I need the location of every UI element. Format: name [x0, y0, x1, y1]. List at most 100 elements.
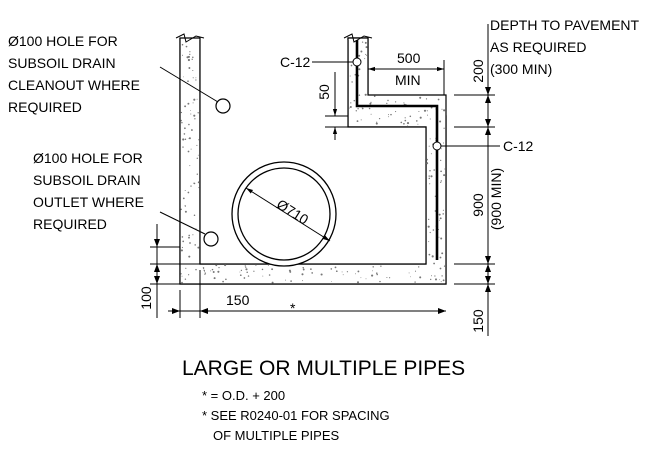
concrete-speck: [193, 114, 196, 117]
concrete-speck: [440, 281, 442, 283]
dim-900-text: 900: [470, 193, 486, 217]
c12-top-marker: [352, 57, 362, 67]
c12-right-label: C-12: [503, 138, 534, 154]
concrete-speck: [267, 265, 269, 266]
concrete-speck: [441, 275, 443, 277]
concrete-speck: [195, 79, 197, 81]
concrete-speck: [181, 281, 183, 284]
concrete-speck: [188, 236, 190, 239]
concrete-speck: [271, 268, 274, 271]
concrete-speck: [334, 266, 337, 269]
concrete-speck: [434, 278, 438, 281]
concrete-speck: [434, 275, 436, 277]
concrete-speck: [184, 278, 187, 280]
concrete-speck: [409, 276, 411, 278]
concrete-speck: [414, 281, 416, 283]
concrete-speck: [432, 229, 435, 231]
concrete-speck: [368, 107, 371, 110]
concrete-speck: [350, 64, 353, 67]
concrete-speck: [185, 267, 187, 269]
dim-150-bottom-text: 150: [226, 292, 250, 308]
concrete-speck: [442, 209, 444, 211]
concrete-speck: [400, 121, 403, 124]
concrete-speck: [431, 275, 432, 277]
break-line-right: [343, 33, 373, 43]
note-3: OF MULTIPLE PIPES: [213, 428, 340, 443]
concrete-speck: [188, 137, 190, 139]
depth-pavement-label: DEPTH TO PAVEMENT AS REQUIRED (300 MIN): [490, 17, 643, 77]
concrete-speck: [188, 274, 190, 276]
concrete-speck: [403, 122, 405, 125]
concrete-speck: [350, 102, 352, 104]
concrete-speck: [438, 213, 441, 216]
pipe-diameter-line: [245, 187, 331, 242]
concrete-speck: [217, 270, 220, 273]
concrete-speck: [182, 138, 185, 141]
concrete-speck: [190, 148, 192, 150]
concrete-speck: [364, 58, 366, 60]
concrete-speck: [190, 129, 193, 131]
concrete-speck: [390, 113, 392, 116]
concrete-speck: [253, 270, 255, 272]
concrete-speck: [330, 268, 333, 270]
cleanout-hole: [215, 98, 231, 114]
concrete-speck: [365, 53, 367, 55]
concrete-speck: [202, 267, 205, 269]
concrete-speck: [403, 102, 405, 104]
concrete-speck: [187, 58, 190, 62]
concrete-speck: [426, 158, 428, 161]
concrete-speck: [188, 255, 191, 258]
reinforcing-bar: [355, 40, 439, 260]
concrete-speck: [189, 242, 191, 244]
concrete-speck: [429, 169, 431, 172]
concrete-speck: [246, 271, 248, 273]
concrete-speck: [408, 272, 410, 274]
concrete-speck: [443, 265, 445, 268]
concrete-speck: [182, 197, 185, 200]
concrete-speck: [195, 268, 197, 271]
concrete-speck: [195, 77, 197, 79]
concrete-speck: [364, 93, 367, 96]
dim-min-text: MIN: [395, 72, 421, 88]
concrete-speck: [429, 138, 431, 140]
concrete-speck: [180, 119, 182, 122]
concrete-speck: [439, 256, 442, 259]
concrete-speck: [224, 264, 227, 267]
concrete-speck: [405, 103, 407, 105]
concrete-speck: [430, 175, 433, 178]
concrete-speck: [351, 81, 353, 83]
concrete-speck: [386, 276, 388, 279]
concrete-speck: [180, 273, 182, 275]
concrete-speck: [373, 95, 376, 97]
concrete-speck: [184, 127, 186, 130]
concrete-speck: [189, 165, 191, 167]
concrete-speck: [417, 123, 419, 125]
dim-150-right-text: 150: [470, 309, 486, 333]
concrete-speck: [379, 280, 381, 283]
concrete-speck: [188, 123, 190, 126]
concrete-speck: [370, 101, 372, 103]
concrete-speck: [353, 99, 356, 102]
concrete-speck: [245, 266, 247, 268]
concrete-speck: [268, 274, 271, 276]
concrete-speck: [181, 54, 184, 56]
concrete-speck: [440, 181, 442, 184]
concrete-speck: [404, 119, 407, 122]
concrete-speck: [184, 105, 187, 108]
concrete-speck: [189, 51, 191, 53]
concrete-speck: [404, 117, 406, 119]
concrete-speck: [348, 107, 350, 109]
concrete-speck: [433, 169, 436, 171]
concrete-speck: [184, 210, 187, 213]
concrete-speck: [196, 98, 198, 100]
concrete-speck: [357, 270, 360, 273]
concrete-speck: [196, 144, 198, 146]
concrete-speck: [181, 121, 183, 124]
concrete-speck: [442, 142, 445, 144]
concrete-speck: [225, 278, 227, 281]
dim-100-text: 100: [138, 286, 154, 310]
concrete-speck: [197, 246, 200, 249]
concrete-speck: [375, 122, 378, 125]
